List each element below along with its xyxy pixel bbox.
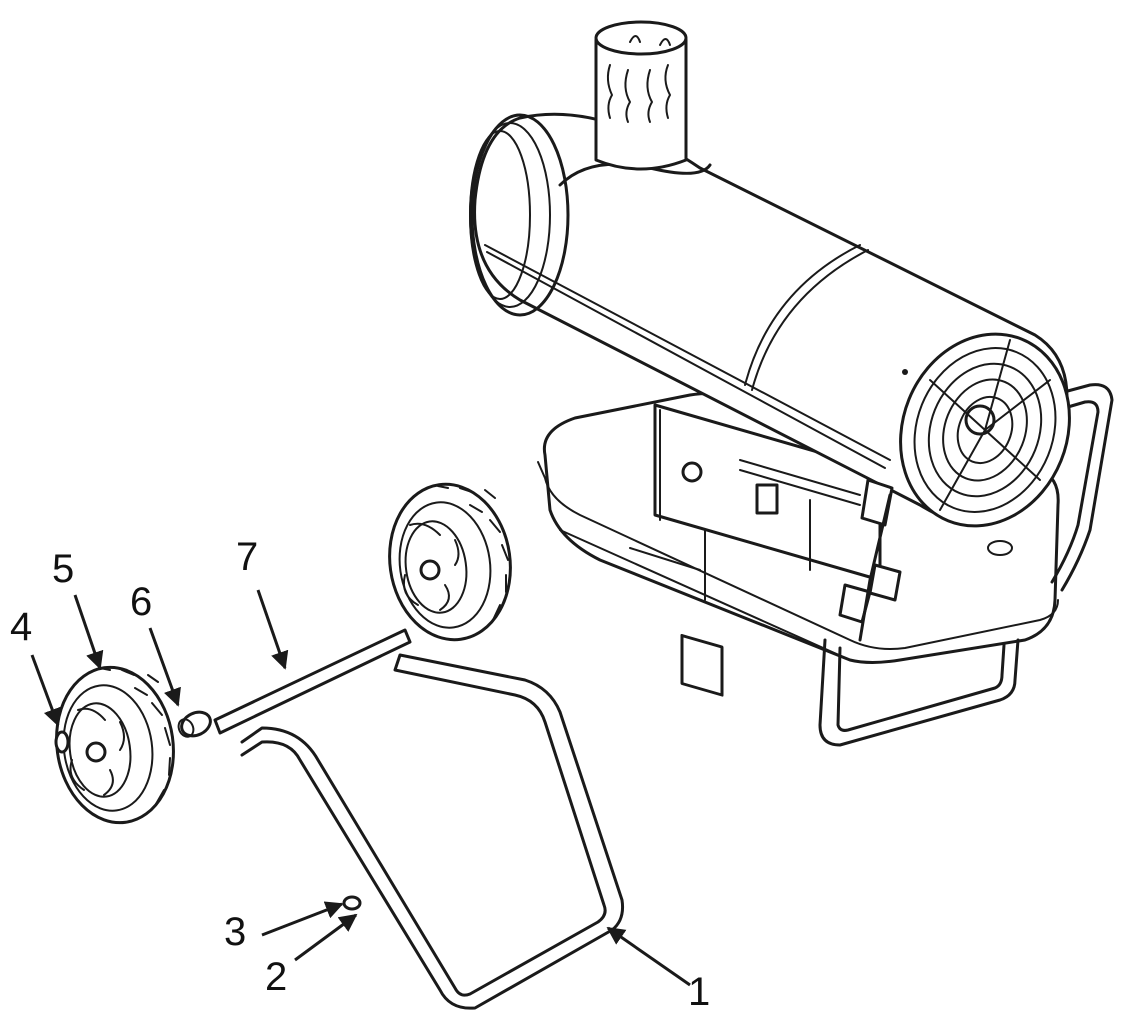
leader-5: [73, 594, 104, 670]
callout-2: 2: [265, 955, 287, 999]
leader-2: [294, 913, 358, 962]
heater-body: [469, 20, 1114, 747]
wheel-cap: [54, 730, 70, 754]
leader-6: [148, 627, 181, 707]
frame: [240, 653, 624, 1010]
thermostat-knob-icon: [681, 461, 703, 483]
bushing: [177, 710, 212, 738]
callout-5: 5: [52, 547, 74, 591]
callout-7: 7: [236, 535, 258, 579]
nut-bolt: [342, 895, 362, 911]
leader-3: [261, 901, 344, 937]
callout-1: 1: [688, 970, 710, 1014]
axle: [213, 628, 412, 735]
leader-1: [606, 926, 691, 987]
support-bracket: [818, 638, 1020, 747]
wheel-right: [388, 482, 512, 642]
wheel-left: [55, 665, 175, 825]
callout-3: 3: [224, 910, 246, 954]
leader-4: [30, 654, 61, 727]
chimney: [594, 20, 688, 171]
callout-4: 4: [10, 605, 32, 649]
handle-bracket: [838, 478, 902, 642]
control-panel: [653, 403, 882, 697]
fan-guard: [899, 332, 1071, 528]
callout-leaders: [30, 589, 691, 987]
power-switch-icon: [755, 483, 779, 515]
switch-housing: [680, 633, 724, 697]
callout-labels: 1 2 3 4 5 6 7: [10, 535, 710, 1014]
leader-7: [256, 589, 289, 670]
callout-6: 6: [130, 580, 152, 624]
